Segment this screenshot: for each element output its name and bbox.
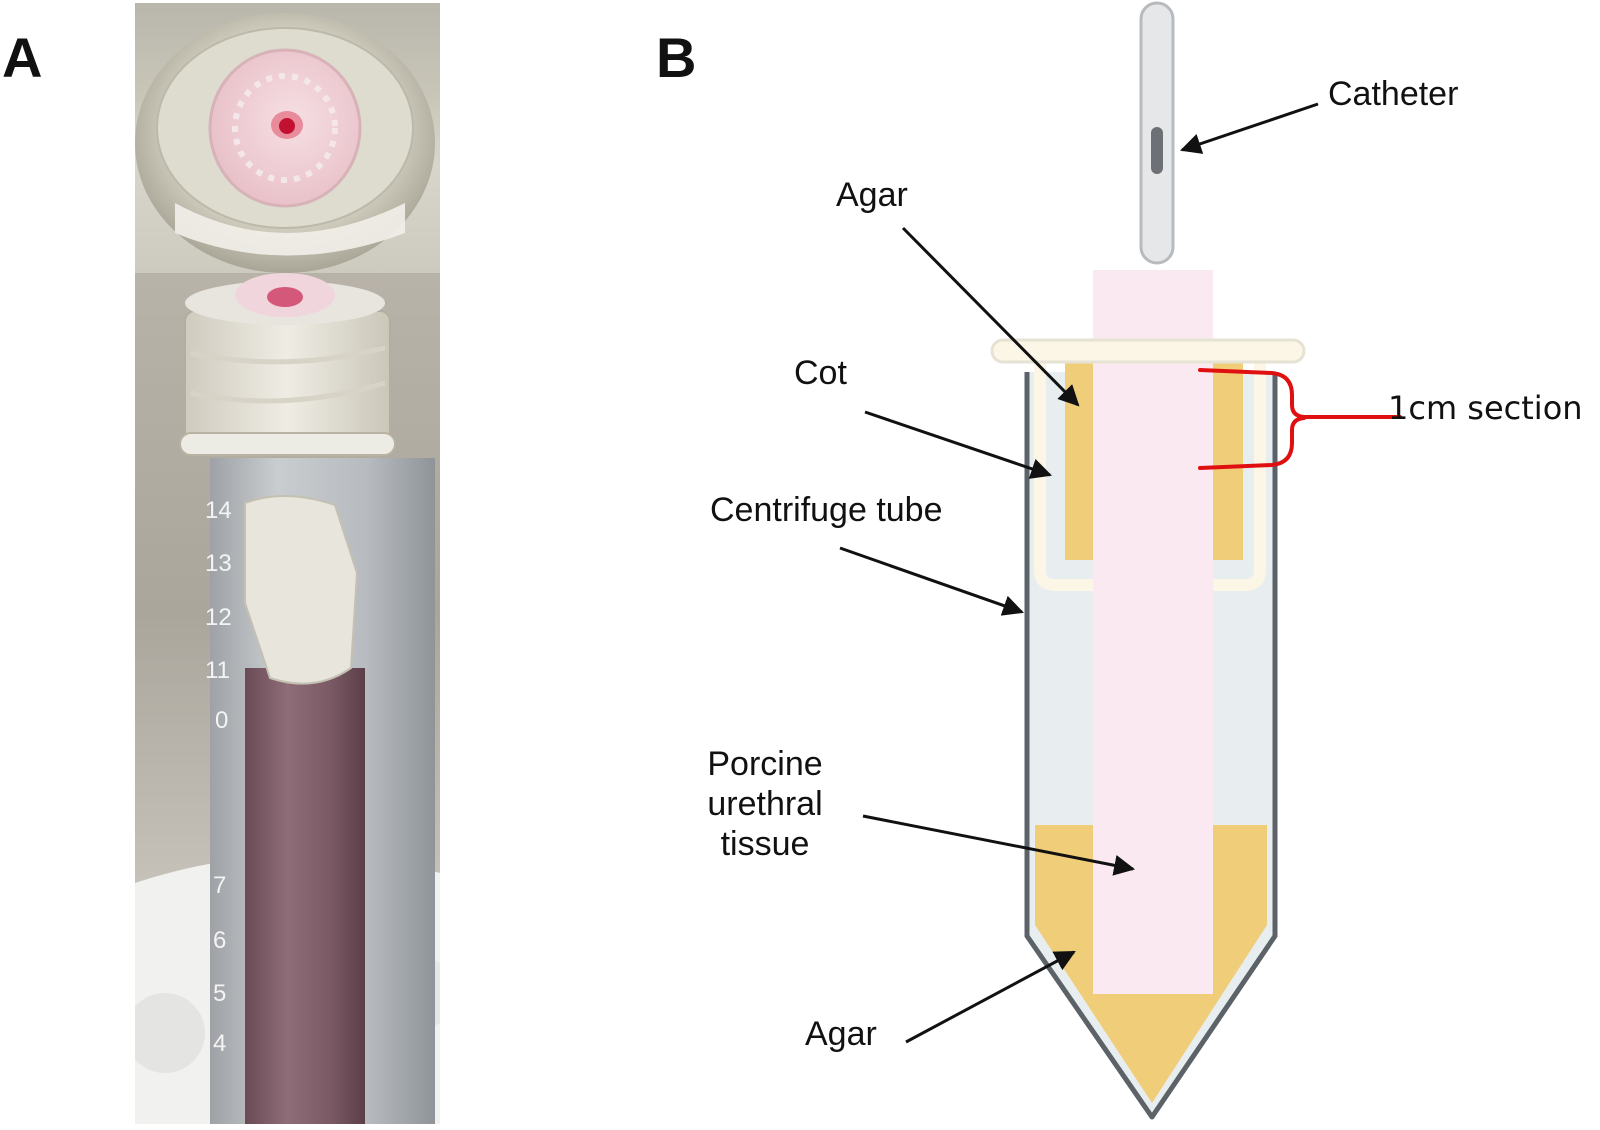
section-bracket bbox=[1198, 368, 1402, 470]
label-agar-bottom: Agar bbox=[805, 1015, 877, 1053]
catheter-shape bbox=[1139, 1, 1175, 265]
arrow-cot bbox=[864, 410, 1052, 479]
lumen bbox=[279, 118, 295, 134]
label-porcine-tissue: Porcine urethral tissue bbox=[707, 745, 823, 864]
tissue-rod-photo bbox=[245, 668, 365, 1124]
svg-text:7: 7 bbox=[213, 872, 226, 899]
tissue-column bbox=[1093, 270, 1213, 994]
arrow-agar-bottom bbox=[905, 950, 1076, 1044]
svg-text:6: 6 bbox=[213, 927, 226, 954]
arrow-catheter bbox=[1180, 102, 1319, 154]
label-agar-top: Agar bbox=[836, 176, 908, 214]
panel-b-label: B bbox=[656, 26, 697, 89]
label-centrifuge-tube: Centrifuge tube bbox=[710, 491, 943, 529]
arrow-centrifuge bbox=[839, 546, 1024, 616]
label-1cm-section: 1cm section bbox=[1388, 389, 1583, 427]
svg-text:12: 12 bbox=[205, 604, 232, 631]
svg-text:5: 5 bbox=[213, 980, 226, 1007]
arrow-porcine bbox=[862, 814, 1136, 876]
panel-a-label: A bbox=[2, 26, 43, 89]
agar-top-right bbox=[1213, 362, 1243, 560]
svg-text:11: 11 bbox=[205, 657, 230, 684]
svg-text:4: 4 bbox=[213, 1030, 226, 1057]
arrow-agar-top bbox=[901, 226, 1080, 407]
label-cot: Cot bbox=[794, 354, 847, 392]
svg-text:0: 0 bbox=[215, 707, 228, 734]
photo-top-view bbox=[135, 3, 440, 273]
photo-side-view: 14 13 12 11 0 7 6 5 4 bbox=[135, 273, 440, 1124]
label-catheter: Catheter bbox=[1328, 75, 1459, 113]
agar-top-left bbox=[1065, 362, 1095, 560]
tube-rim bbox=[990, 338, 1306, 364]
svg-text:13: 13 bbox=[205, 550, 232, 577]
svg-text:14: 14 bbox=[205, 497, 232, 524]
